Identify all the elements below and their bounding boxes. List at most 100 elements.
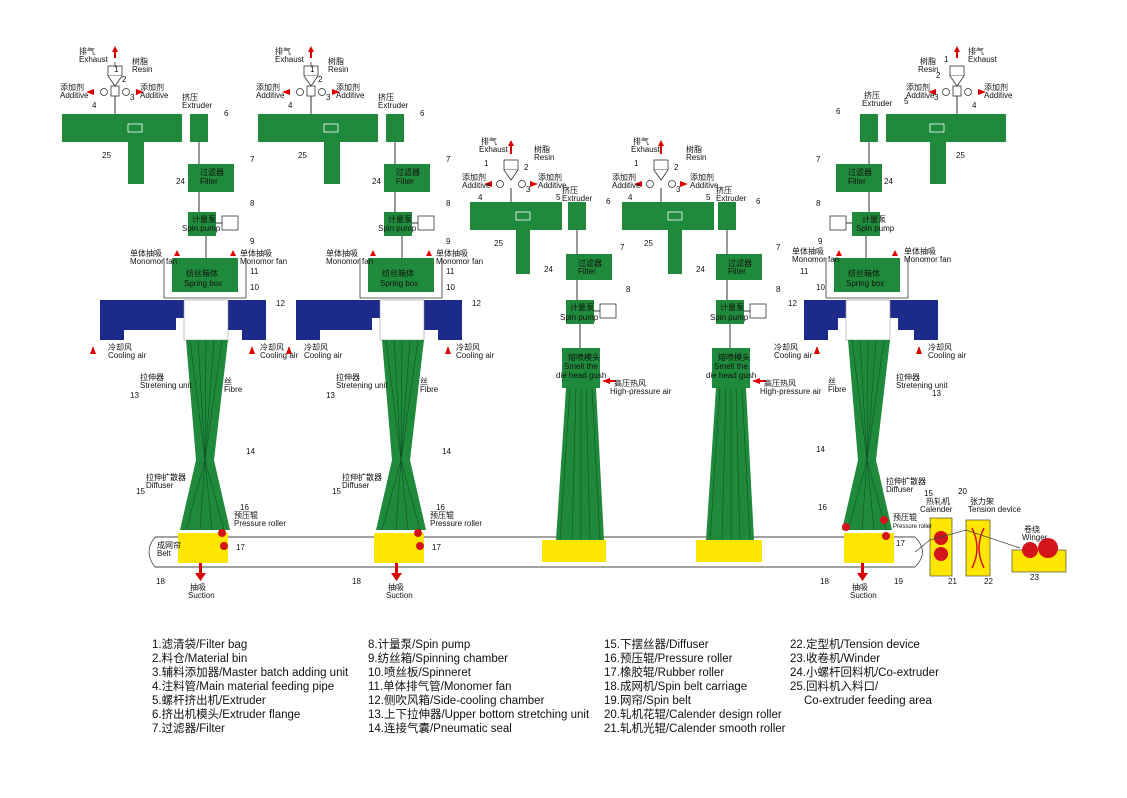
svg-text:15: 15 [332, 487, 341, 496]
label-cooling-en: Cooling air [774, 351, 813, 360]
svg-text:2: 2 [318, 75, 323, 84]
label-calender-cn: 热轧机 [926, 496, 950, 506]
legend-item: 11.单体排气管/Monomer fan [368, 679, 512, 693]
svg-text:17: 17 [432, 543, 441, 552]
label-exhaust-en: Exhaust [79, 55, 109, 64]
label-cooling-cn: 冷却风 [108, 342, 132, 352]
label-resin-cn: 树脂 [328, 56, 344, 66]
svg-text:12: 12 [276, 299, 285, 308]
svg-text:24: 24 [176, 177, 185, 186]
label-monomer-cn: 单体抽吸 [130, 248, 162, 258]
label-cooling-en: Cooling air [108, 351, 147, 360]
svg-text:6: 6 [224, 109, 229, 118]
label-hpair-cn: 高压热风 [614, 378, 646, 388]
label-stretch-cn: 拉伸器 [140, 372, 164, 382]
label-melthead-en1: Smelt the [714, 362, 748, 371]
label-belt-cn: 成网帘 [157, 540, 181, 550]
svg-text:16: 16 [240, 503, 249, 512]
svg-text:25: 25 [494, 239, 503, 248]
svg-text:4: 4 [92, 101, 97, 110]
label-fibre-en: Fibre [420, 385, 439, 394]
svg-text:24: 24 [696, 265, 705, 274]
label-fibre-en: Fibre [828, 385, 847, 394]
label-monomer-cn: 单体抽吸 [904, 246, 936, 256]
label-monomer-en: Monomor fan [240, 257, 287, 266]
label-suction-cn: 抽吸 [388, 582, 404, 592]
svg-text:25: 25 [956, 151, 965, 160]
label-additive-en: Additive [140, 91, 169, 100]
label-additive-cn: 添加剂 [256, 82, 280, 92]
label-suction-en: Suction [850, 591, 877, 600]
label-filter-en: Filter [848, 177, 866, 186]
label-filter-en: Filter [578, 267, 596, 276]
label-fibre-cn: 丝 [224, 376, 232, 386]
label-winder-en: Winger [1022, 533, 1048, 542]
label-additive-en: Additive [538, 181, 567, 190]
label-resin-en: Resin [686, 153, 706, 162]
legend-item: Co-extruder feeding area [804, 695, 932, 707]
svg-text:20: 20 [958, 487, 967, 496]
label-filter-cn: 过滤器 [848, 167, 872, 177]
legend-item: 19.网帘/Spin belt [604, 693, 692, 707]
label-cooling-en: Cooling air [260, 351, 299, 360]
label-hpair-cn: 高压热风 [764, 378, 796, 388]
label-filter-cn: 过滤器 [396, 167, 420, 177]
label-tension-cn: 张力架 [970, 496, 994, 506]
label-filter-en: Filter [728, 267, 746, 276]
label-monomer-en: Monomor fan [130, 257, 177, 266]
svg-text:2: 2 [936, 71, 941, 80]
label-spinbox-cn: 纺丝箱体 [382, 268, 414, 278]
label-resin-en: Resin [534, 153, 554, 162]
svg-text:22: 22 [984, 577, 993, 586]
svg-text:9: 9 [250, 237, 255, 246]
label-extruder-cn: 挤压 [562, 185, 578, 195]
label-extruder-cn: 挤压 [378, 92, 394, 102]
label-additive-cn: 添加剂 [60, 82, 84, 92]
label-diffuser-cn: 拉伸扩散器 [886, 476, 926, 486]
label-monomer-en: Monomor fan [904, 255, 951, 264]
svg-text:4: 4 [972, 101, 977, 110]
label-suction-cn: 抽吸 [190, 582, 206, 592]
label-winder-cn: 卷绕 [1024, 524, 1040, 534]
label-cooling-cn: 冷却风 [260, 342, 284, 352]
label-exhaust-cn: 排气 [275, 46, 291, 56]
label-spinpump-cn: 计量泵 [720, 302, 744, 312]
svg-text:18: 18 [352, 577, 361, 586]
svg-text:17: 17 [896, 539, 905, 548]
svg-text:16: 16 [818, 503, 827, 512]
svg-text:7: 7 [250, 155, 255, 164]
label-monomer-en: Monomor fan [436, 257, 483, 266]
svg-text:10: 10 [446, 283, 455, 292]
label-melthead-cn: 熔喷模头 [568, 352, 600, 362]
svg-text:1: 1 [484, 159, 489, 168]
label-extruder-en: Extruder [182, 101, 213, 110]
svg-text:15: 15 [136, 487, 145, 496]
legend-item: 12.侧吹风箱/Side-cooling chamber [368, 693, 545, 707]
label-additive-cn: 添加剂 [538, 172, 562, 182]
label-stretch-en: Stretening unit [896, 381, 948, 390]
label-extruder-cn: 挤压 [864, 90, 880, 100]
label-exhaust-cn: 排气 [968, 46, 984, 56]
legend-item: 25.回料机入料口/ [790, 679, 879, 693]
svg-text:5: 5 [904, 97, 909, 106]
legend-item: 5.螺杆挤出机/Extruder [152, 693, 266, 707]
label-diffuser-cn: 拉伸扩散器 [342, 472, 382, 482]
label-monomer-en: Monomor fan [792, 255, 839, 264]
label-diffuser-en: Diffuser [146, 481, 174, 490]
legend: 1.滤清袋/Filter bag 2.料仓/Material bin 3.辅料添… [152, 637, 939, 735]
legend-item: 16.预压辊/Pressure roller [604, 651, 733, 665]
svg-text:8: 8 [446, 199, 451, 208]
svg-text:7: 7 [816, 155, 821, 164]
svg-text:3: 3 [676, 185, 681, 194]
legend-item: 3.辅料添加器/Master batch adding unit [152, 665, 349, 679]
label-additive-en: Additive [256, 91, 285, 100]
label-fibre-cn: 丝 [420, 376, 428, 386]
label-monomer-cn: 单体抽吸 [240, 248, 272, 258]
label-cooling-cn: 冷却风 [928, 342, 952, 352]
label-hpair-en: High-pressure air [760, 387, 822, 396]
label-resin-cn: 树脂 [920, 56, 936, 66]
svg-text:12: 12 [472, 299, 481, 308]
label-additive-cn: 添加剂 [690, 172, 714, 182]
